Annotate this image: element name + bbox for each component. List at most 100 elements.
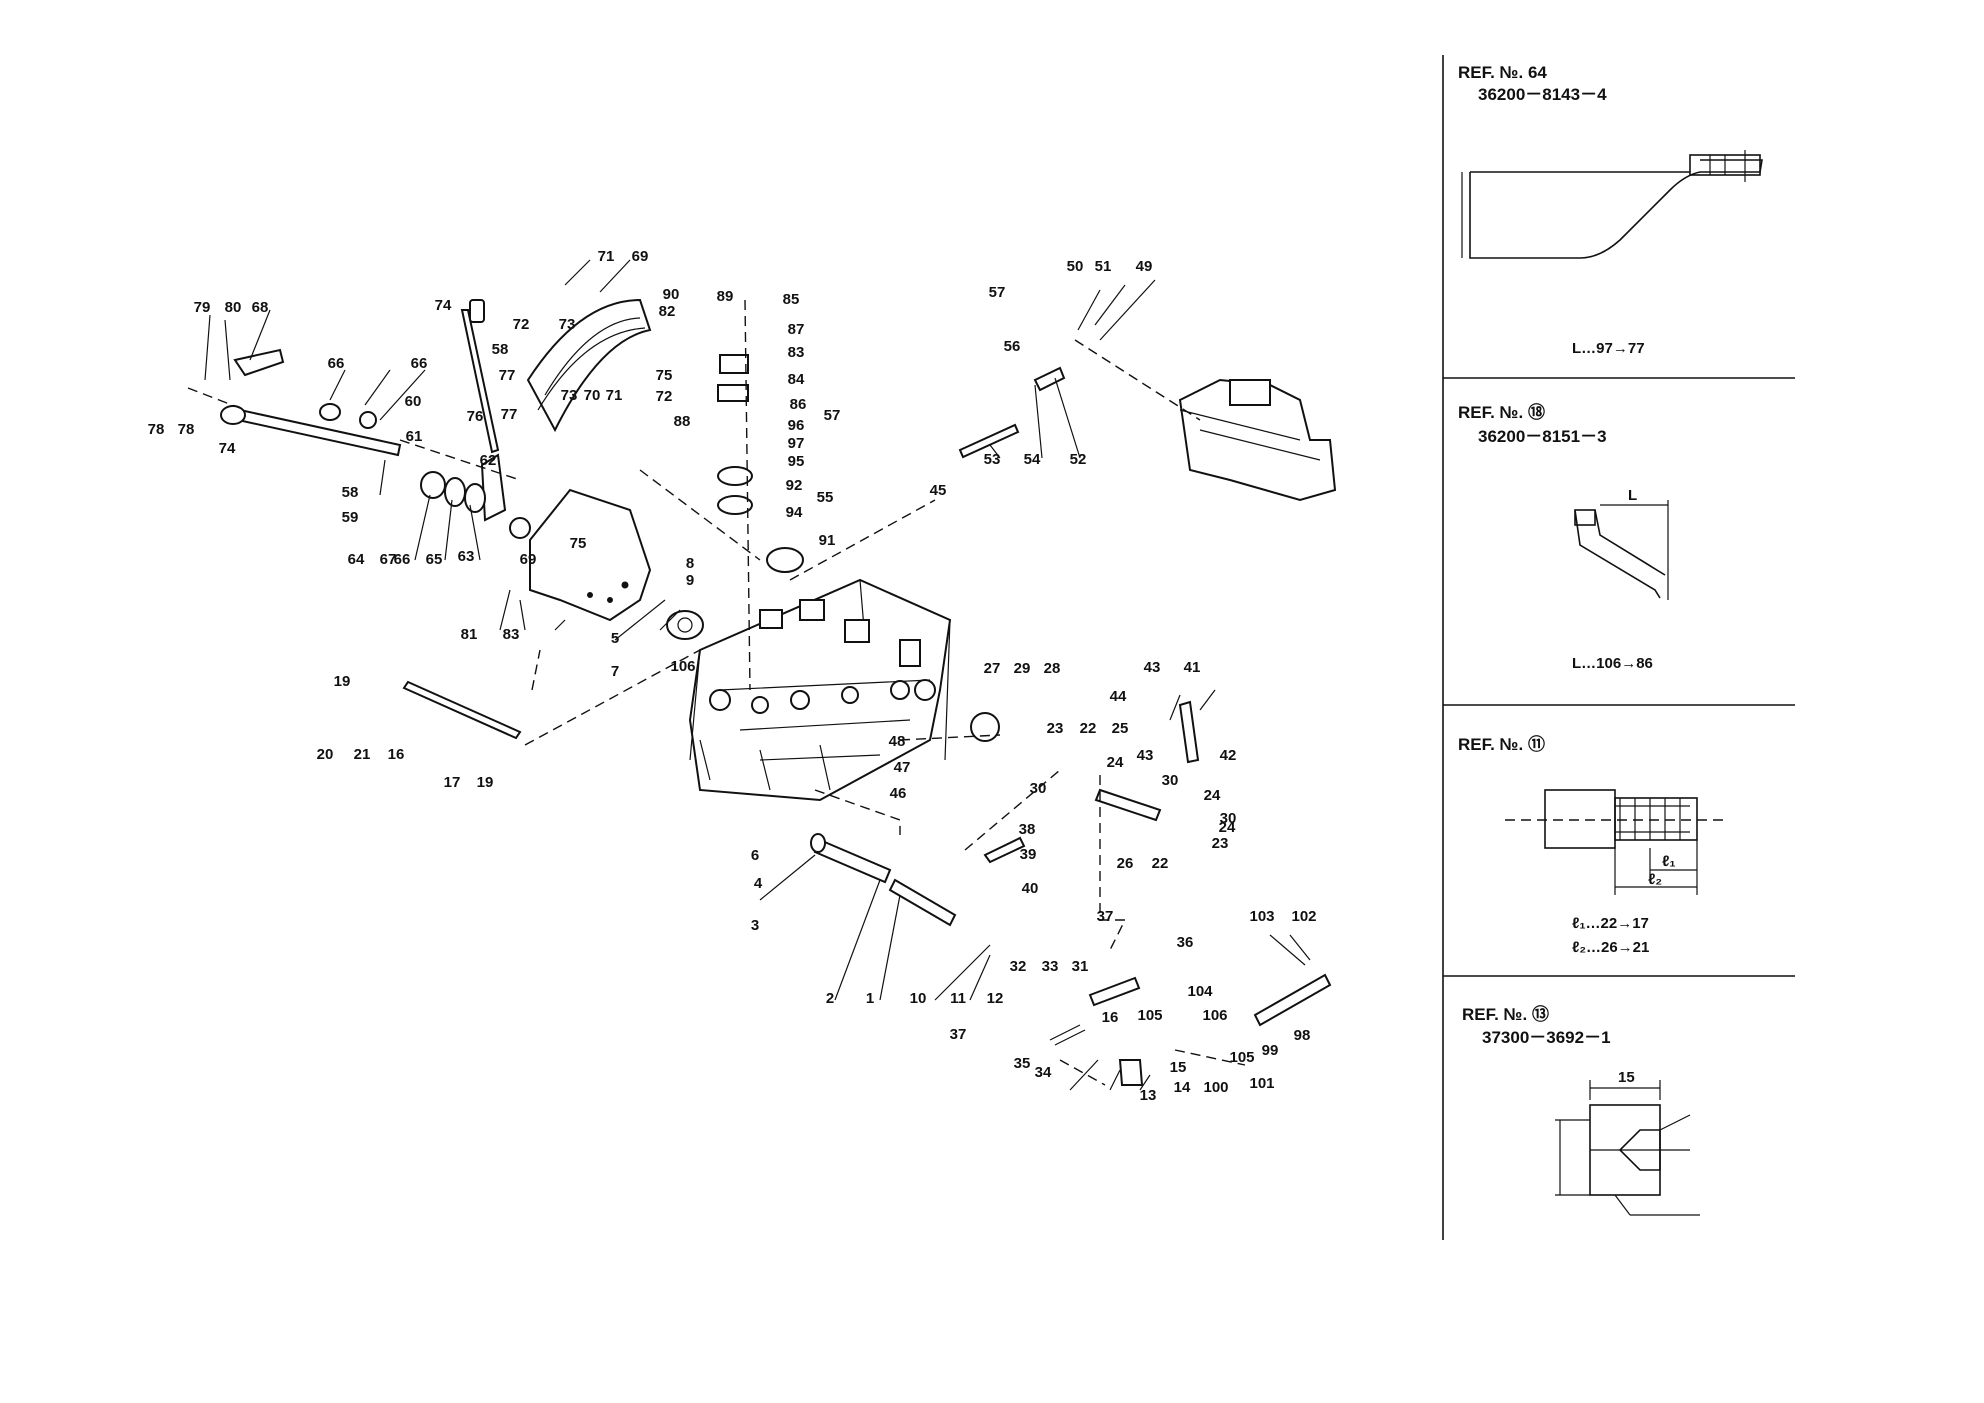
callout-3: 3	[751, 917, 759, 934]
callout-37: 37	[950, 1026, 967, 1043]
callout-75: 75	[570, 535, 587, 552]
callout-74: 74	[219, 440, 236, 457]
callout-65: 65	[426, 551, 443, 568]
callout-96: 96	[788, 417, 805, 434]
callout-1: 1	[866, 990, 874, 1007]
callout-69: 69	[520, 551, 537, 568]
callout-19: 19	[334, 673, 351, 690]
callout-15: 15	[1170, 1059, 1187, 1076]
panel-part-number: 36200－8143－4	[1478, 85, 1607, 104]
callout-55: 55	[817, 489, 834, 506]
callout-23: 23	[1212, 835, 1229, 852]
panel-ref-label: REF. №. ⑱	[1458, 402, 1545, 422]
reference-panels: REF. №. 64 36200－8143－4 L…97→77 REF. №. …	[1442, 55, 1795, 1240]
callout-106: 106	[1202, 1007, 1227, 1024]
panel-note: L…106→86	[1572, 655, 1653, 672]
callout-48: 48	[889, 733, 906, 750]
callout-71: 71	[606, 387, 623, 404]
callout-43: 43	[1137, 747, 1154, 764]
panel-ref-label: REF. №. 64	[1458, 63, 1547, 82]
callout-22: 22	[1152, 855, 1169, 872]
panel-ref-13: REF. №. ⑬ 37300－3692－1 15	[1462, 1004, 1700, 1216]
dimension-l2: ℓ₂	[1648, 871, 1662, 888]
callout-70: 70	[584, 387, 601, 404]
dimension-label: 15	[1618, 1069, 1635, 1086]
callout-88: 88	[674, 413, 691, 430]
callout-19: 19	[477, 774, 494, 791]
seal-27	[970, 712, 1000, 742]
callout-103: 103	[1249, 908, 1274, 925]
callout-57: 57	[824, 407, 841, 424]
callout-6: 6	[751, 847, 759, 864]
callout-24: 24	[1107, 754, 1124, 771]
callout-29: 29	[1014, 660, 1031, 677]
callout-69: 69	[632, 248, 649, 265]
callout-74: 74	[435, 297, 452, 314]
callout-71: 71	[598, 248, 615, 265]
callout-95: 95	[788, 453, 805, 470]
callout-53: 53	[984, 451, 1001, 468]
callout-59: 59	[342, 509, 359, 526]
bearing-7	[666, 610, 704, 640]
panel-ref-label: REF. №. ⑪	[1458, 734, 1545, 754]
callout-16: 16	[1102, 1009, 1119, 1026]
callout-62: 62	[480, 452, 497, 469]
callout-14: 14	[1174, 1079, 1191, 1096]
callout-77: 77	[501, 406, 518, 423]
callout-99: 99	[1262, 1042, 1279, 1059]
callout-44: 44	[1110, 688, 1127, 705]
shaft-assembly-51	[1178, 378, 1337, 502]
callout-97: 97	[788, 435, 805, 452]
callout-28: 28	[1044, 660, 1061, 677]
callout-94: 94	[786, 504, 803, 521]
callout-54: 54	[1024, 451, 1041, 468]
callout-38: 38	[1019, 821, 1036, 838]
callout-47: 47	[894, 759, 911, 776]
callout-24: 24	[1219, 819, 1236, 836]
callout-36: 36	[1177, 934, 1194, 951]
cover-70	[529, 488, 652, 622]
callout-52: 52	[1070, 451, 1087, 468]
panel-ref-label: REF. №. ⑬	[1462, 1004, 1549, 1024]
callout-10: 10	[910, 990, 927, 1007]
callout-91: 91	[819, 532, 836, 549]
panel-part-number: 36200－8151－3	[1478, 427, 1607, 446]
callout-46: 46	[890, 785, 907, 802]
callout-56: 56	[1004, 338, 1021, 355]
callout-60: 60	[405, 393, 422, 410]
callout-68: 68	[252, 299, 269, 316]
callout-79: 79	[194, 299, 211, 316]
panel-part-number: 37300－3692－1	[1482, 1028, 1611, 1047]
callout-21: 21	[354, 746, 371, 763]
callout-105: 105	[1229, 1049, 1254, 1066]
callout-61: 61	[406, 428, 423, 445]
callout-35: 35	[1014, 1055, 1031, 1072]
callout-73: 73	[559, 316, 576, 333]
callout-66: 66	[328, 355, 345, 372]
quadrant-59	[526, 298, 652, 433]
callout-66: 66	[394, 551, 411, 568]
callout-32: 32	[1010, 958, 1027, 975]
callout-40: 40	[1022, 880, 1039, 897]
panel-ref-64: REF. №. 64 36200－8143－4 L…97→77	[1458, 63, 1763, 357]
callout-87: 87	[788, 321, 805, 338]
panel-note-2: ℓ₂…26→21	[1572, 939, 1649, 956]
callout-42: 42	[1220, 747, 1237, 764]
callout-82: 82	[659, 303, 676, 320]
callout-83: 83	[788, 344, 805, 361]
callout-106: 106	[670, 658, 695, 675]
callout-17: 17	[444, 774, 461, 791]
callout-101: 101	[1249, 1075, 1274, 1092]
dimension-label: L	[1628, 487, 1637, 504]
callout-9: 9	[686, 572, 694, 589]
callout-25: 25	[1112, 720, 1129, 737]
callout-67: 67	[380, 551, 397, 568]
shaft-17	[402, 680, 522, 740]
callout-20: 20	[317, 746, 334, 763]
callout-98: 98	[1294, 1027, 1311, 1044]
callout-7: 7	[611, 663, 619, 680]
callout-5: 5	[611, 630, 619, 647]
callout-77: 77	[499, 367, 516, 384]
callout-58: 58	[342, 484, 359, 501]
